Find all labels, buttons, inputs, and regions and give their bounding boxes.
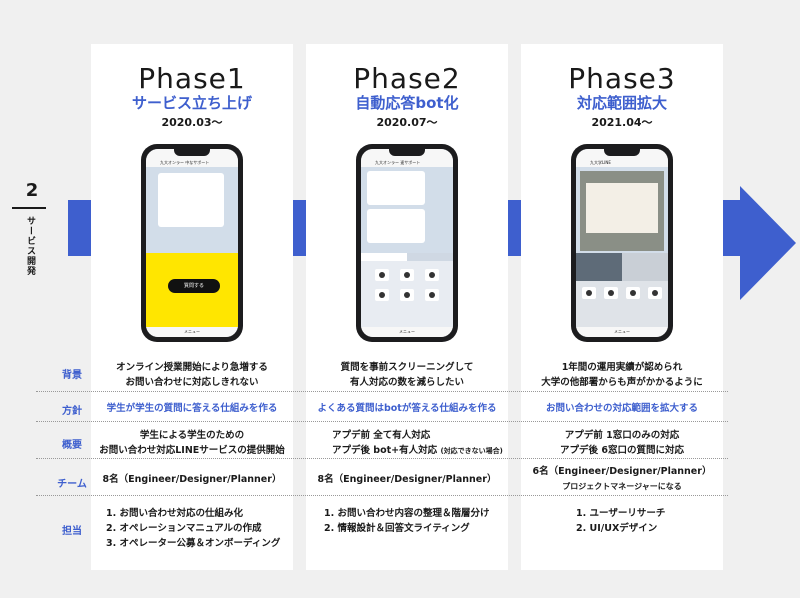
- phone-screen: 九大オンラー 中なサポート 質問する メニュー: [146, 149, 238, 337]
- chat-bubble: [367, 171, 425, 205]
- menu-button[interactable]: [425, 269, 439, 281]
- row-divider: [36, 391, 728, 392]
- rich-menu: [576, 253, 668, 327]
- menu-icon: [404, 292, 410, 298]
- phase-column-2: Phase2 自動応答bot化 2020.07〜 九大オンラー 速サポート メニ…: [306, 44, 508, 570]
- phase-date: 2020.03〜: [161, 116, 223, 129]
- team-cell: 8名（Engineer/Designer/Planner）: [317, 474, 497, 485]
- chat-bubble: [367, 209, 425, 243]
- overview-cell: アプデ前 1窓口のみの対応 アプデ後 6窓口の質問に対応: [560, 430, 684, 456]
- phase-column-1: Phase1 サービス立ち上げ 2020.03〜 九大オンラー 中なサポート 質…: [91, 44, 293, 570]
- phase-subtitle: サービス立ち上げ: [131, 94, 252, 112]
- page-number: 2: [25, 180, 39, 201]
- overview-cell: アプデ前 全て有人対応 アプデ後 bot+有人対応 (対応できない場合): [332, 430, 503, 456]
- page-number-rule: [12, 207, 46, 209]
- menu-icon: [429, 292, 435, 298]
- chat-header: 九大オンラー 中なサポート: [146, 157, 238, 167]
- phase-title: Phase1: [138, 62, 246, 95]
- overview-cell: 学生による学生のための お問い合わせ対応LINEサービスの提供開始: [99, 430, 285, 456]
- policy-cell: お問い合わせの対応範囲を拡大する: [545, 403, 698, 414]
- menu-icon: [429, 272, 435, 278]
- row-label-policy: 方針: [62, 406, 82, 417]
- phase-title: Phase2: [353, 62, 461, 95]
- team-cell: 8名（Engineer/Designer/Planner）: [102, 474, 282, 485]
- menu-icon: [652, 290, 658, 296]
- row-divider: [36, 421, 728, 422]
- phone-mockup: 九大学LINE メニュー: [571, 144, 673, 342]
- background-cell: オンライン授業開始により急増する お問い合わせに対応しきれない: [116, 362, 268, 388]
- row-divider: [36, 495, 728, 496]
- menu-icon: [379, 292, 385, 298]
- phase-title: Phase3: [568, 62, 676, 95]
- chat-bubble: [158, 173, 224, 227]
- section-label: サービス開発: [25, 216, 35, 276]
- role-list: 1. お問い合わせ対応の仕組み化 2. オペレーションマニュアルの作成 3. オ…: [106, 508, 281, 549]
- role-list: 1. ユーザーリサーチ 2. UI/UXデザイン: [576, 508, 666, 534]
- phase-subtitle: 自動応答bot化: [355, 94, 459, 112]
- menu-button[interactable]: [375, 269, 389, 281]
- chat-header: 九大オンラー 速サポート: [361, 157, 453, 167]
- menu-button[interactable]: [375, 289, 389, 301]
- phase-date: 2021.04〜: [591, 116, 653, 129]
- menu-button[interactable]: [425, 289, 439, 301]
- menu-icon: [379, 272, 385, 278]
- phone-mockup: 九大オンラー 速サポート メニュー: [356, 144, 458, 342]
- policy-cell: 学生が学生の質問に答える仕組みを作る: [106, 403, 278, 414]
- arrow-head-icon: [740, 186, 796, 300]
- row-divider: [36, 458, 728, 459]
- row-label-team: チーム: [57, 479, 87, 490]
- question-button[interactable]: 質問する: [168, 279, 220, 293]
- menu-icon: [630, 290, 636, 296]
- menu-icon: [608, 290, 614, 296]
- menu-bar[interactable]: メニュー: [576, 327, 668, 337]
- row-label-background: 背景: [62, 370, 82, 381]
- phase-column-3: Phase3 対応範囲拡大 2021.04〜 九大学LINE メニュー: [521, 44, 723, 570]
- menu-icon: [586, 290, 592, 296]
- menu-bar[interactable]: メニュー: [361, 327, 453, 337]
- row-label-role: 担当: [62, 526, 82, 537]
- background-cell: 質問を事前スクリーニングして 有人対応の数を減らしたい: [340, 362, 474, 388]
- phase-date: 2020.07〜: [376, 116, 438, 129]
- phase-subtitle: 対応範囲拡大: [576, 94, 667, 112]
- role-list: 1. お問い合わせ内容の整理＆階層分け 2. 情報設計＆回答文ライティング: [324, 508, 490, 534]
- chat-header: 九大学LINE: [576, 157, 668, 167]
- rich-menu: [361, 253, 453, 327]
- phone-screen: 九大オンラー 速サポート メニュー: [361, 149, 453, 337]
- policy-cell: よくある質問はbotが答える仕組みを作る: [317, 403, 497, 414]
- team-cell: 6名（Engineer/Designer/Planner） プロジェクトマネージ…: [532, 466, 712, 491]
- menu-button[interactable]: [400, 289, 414, 301]
- menu-icon: [404, 272, 410, 278]
- phone-screen: 九大学LINE メニュー: [576, 149, 668, 337]
- chat-card: [586, 183, 658, 233]
- phone-notch: [174, 149, 210, 156]
- phone-mockup: 九大オンラー 中なサポート 質問する メニュー: [141, 144, 243, 342]
- menu-bar[interactable]: メニュー: [146, 327, 238, 337]
- menu-button[interactable]: [400, 269, 414, 281]
- background-cell: 1年間の運用実績が認められ 大学の他部署からも声がかかるように: [541, 362, 703, 388]
- row-label-overview: 概要: [62, 440, 82, 451]
